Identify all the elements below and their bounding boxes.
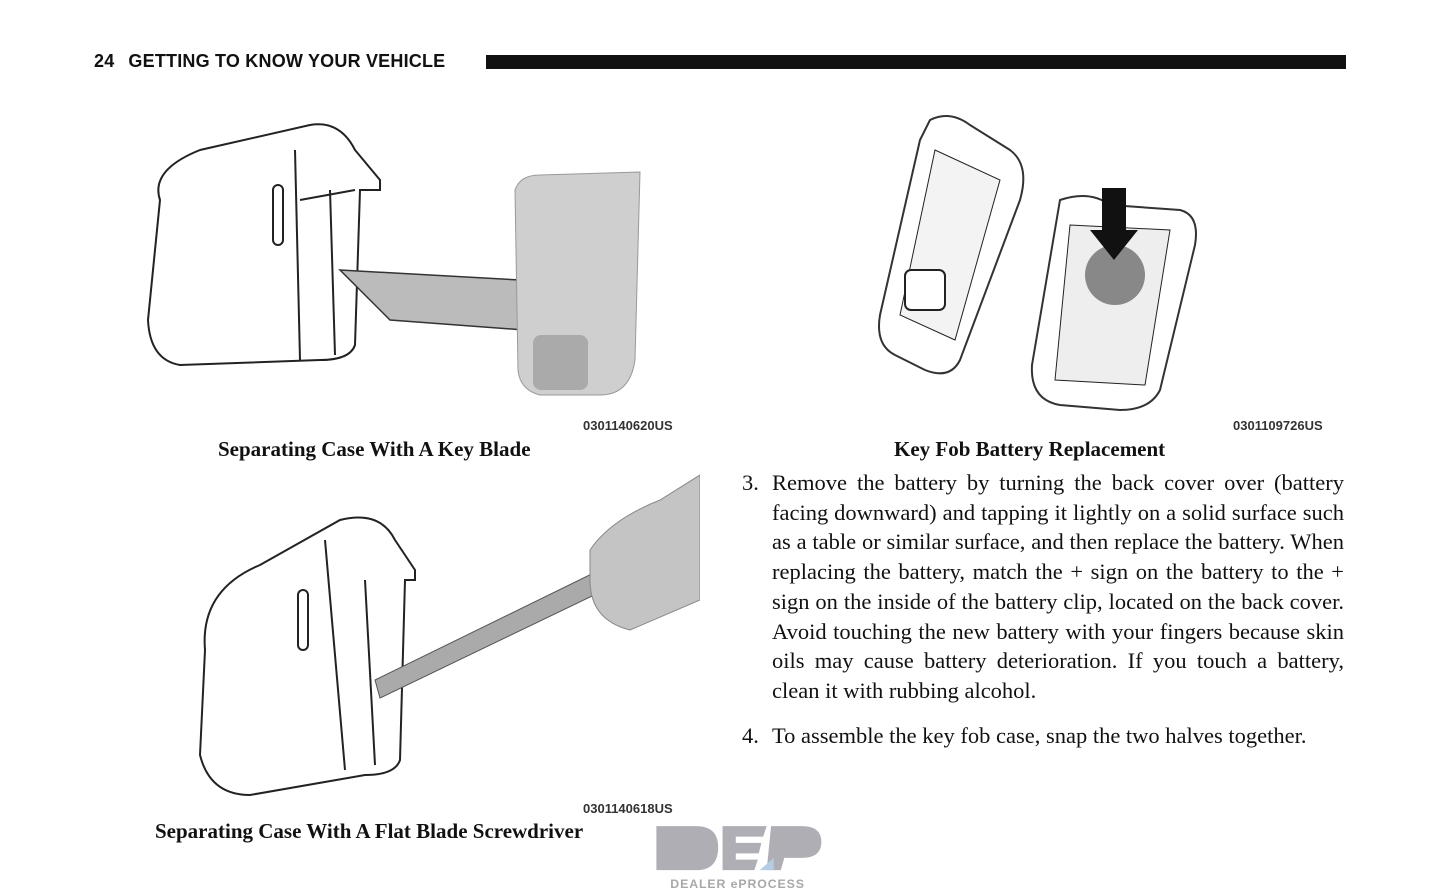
- key-blade-illustration: [146, 123, 641, 396]
- page-header: 24 GETTING TO KNOW YOUR VEHICLE: [94, 51, 445, 72]
- page-number: 24: [94, 51, 115, 71]
- header-rule: [486, 55, 1346, 69]
- section-title: GETTING TO KNOW YOUR VEHICLE: [128, 51, 446, 71]
- instruction-list: 3. Remove the battery by turning the bac…: [742, 468, 1344, 750]
- figure-caption: Key Fob Battery Replacement: [894, 437, 1166, 461]
- step-number: 4.: [742, 722, 759, 748]
- figure-code: 0301140620US: [583, 418, 673, 433]
- svg-text:DEALER ePROCESS: DEALER ePROCESS: [670, 877, 804, 891]
- figure-caption: Separating Case With A Flat Blade Screwd…: [155, 819, 584, 843]
- step-4: 4. To assemble the key fob case, snap th…: [742, 721, 1344, 751]
- figure-caption: Separating Case With A Key Blade: [218, 437, 531, 461]
- key-fob-battery-illustration: [878, 115, 1197, 412]
- screwdriver-illustration: [198, 474, 700, 797]
- dealer-eprocess-watermark: DEALER ePROCESS: [656, 826, 822, 891]
- step-text: Remove the battery by turning the back c…: [772, 470, 1344, 703]
- step-3: 3. Remove the battery by turning the bac…: [742, 468, 1344, 706]
- step-text: To assemble the key fob case, snap the t…: [772, 722, 1307, 748]
- step-number: 3.: [742, 470, 759, 495]
- figure-code: 0301109726US: [1233, 418, 1323, 433]
- figure-code: 0301140618US: [583, 801, 673, 816]
